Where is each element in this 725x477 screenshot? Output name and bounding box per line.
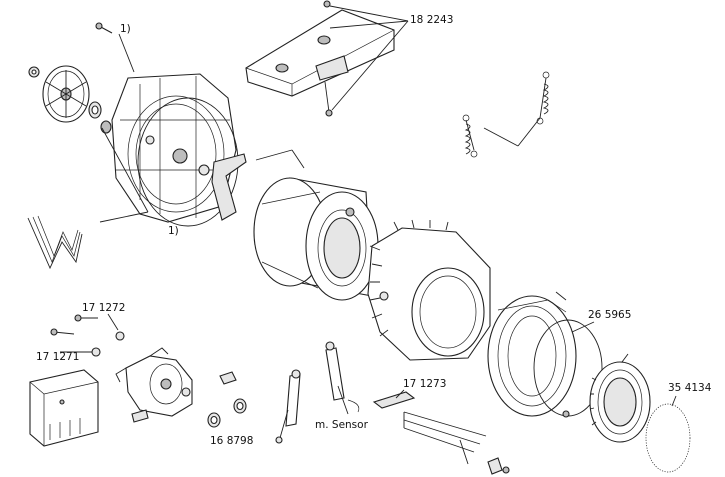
sensor-label: m. Sensor: [315, 419, 369, 431]
leader-18-2243-a: [329, 5, 409, 22]
screw-top-left[interactable]: [95, 22, 113, 34]
leader-gasket: [555, 291, 567, 301]
clamp-ring[interactable]: [533, 319, 603, 418]
leader-footnote-bottom-b: [99, 211, 149, 223]
screw-17-1271[interactable]: [50, 328, 75, 336]
counterweight-bolt-top[interactable]: [323, 0, 331, 8]
bushing-b[interactable]: [91, 347, 101, 357]
part-code-heater-bracket: 17 1273: [403, 378, 446, 390]
drive-belt[interactable]: [27, 215, 83, 270]
leader-17-1272: [107, 313, 119, 331]
drive-motor[interactable]: [115, 347, 193, 417]
shock-absorber-sensor[interactable]: [325, 341, 360, 415]
door-boot-gasket[interactable]: [487, 295, 577, 417]
leader-18-2243-c: [331, 20, 409, 111]
leader-spring-b: [517, 117, 541, 147]
part-code-bushing: 16 8798: [210, 435, 253, 447]
part-code-screw-b: 17 1271: [36, 351, 79, 363]
motor-brush-b[interactable]: [219, 371, 237, 385]
bushing-a[interactable]: [115, 331, 125, 341]
bushing-16-8798-b[interactable]: [233, 398, 247, 414]
leader-footnote-bottom-a: [101, 127, 149, 213]
drive-pulley[interactable]: [42, 65, 90, 123]
drum-spider-arm[interactable]: [211, 153, 247, 221]
inner-drum[interactable]: [253, 177, 379, 301]
leader-26-5965: [571, 321, 595, 333]
washer-small-left[interactable]: [28, 66, 40, 78]
screw-17-1272[interactable]: [74, 314, 98, 322]
nut-left[interactable]: [100, 120, 112, 134]
front-tub-half[interactable]: [367, 219, 491, 361]
bearing-washer[interactable]: [88, 101, 102, 119]
footnote-marker-bottom: 1): [168, 225, 179, 237]
motor-brush-a[interactable]: [131, 409, 149, 423]
counterweight-bolt-long[interactable]: [324, 81, 333, 117]
leader-drum-b: [291, 149, 305, 169]
counterweight-top[interactable]: [245, 9, 395, 97]
suspension-spring-left[interactable]: [462, 114, 478, 158]
suspension-spring-right[interactable]: [536, 71, 550, 125]
leader-footnote-top: [118, 33, 135, 73]
leader-door-ring: [621, 353, 629, 363]
ntc-sensor-clip[interactable]: [487, 457, 510, 475]
bushing-16-8798-a[interactable]: [207, 412, 221, 428]
part-code-screw-a: 17 1272: [82, 302, 125, 314]
part-code-counterweight: 18 2243: [410, 14, 453, 26]
leader-18-2243-b: [329, 20, 409, 29]
part-code-seal: 35 4134: [668, 382, 712, 394]
heater-bracket[interactable]: [372, 391, 416, 409]
leader-17-1273: [395, 389, 405, 399]
heating-element[interactable]: [403, 411, 487, 465]
part-code-clamp-ring: 26 5965: [588, 309, 631, 321]
control-module[interactable]: [29, 369, 99, 447]
shock-absorber-left[interactable]: [275, 369, 301, 444]
leader-spring-a: [483, 127, 519, 147]
leader-35-4134: [671, 395, 677, 407]
front-door-ring[interactable]: [589, 361, 651, 443]
leader-drum: [255, 149, 293, 161]
rear-tub-half[interactable]: [111, 73, 237, 223]
door-seal-ring[interactable]: [645, 403, 691, 473]
footnote-marker-top: 1): [120, 23, 131, 35]
